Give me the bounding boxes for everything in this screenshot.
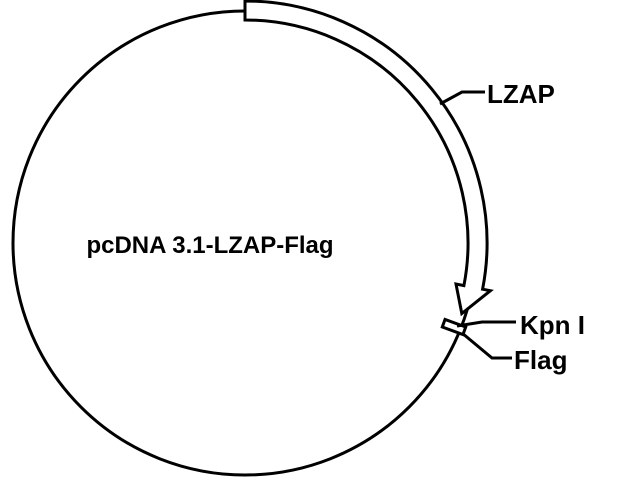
lzap-insert-arrow bbox=[243, 0, 494, 317]
flag-leader-line bbox=[461, 331, 512, 360]
plasmid-name: pcDNA 3.1-LZAP-Flag bbox=[86, 232, 333, 259]
lzap-leader-line bbox=[439, 90, 485, 106]
kpn1-label: Kpn I bbox=[520, 310, 585, 340]
flag-label: Flag bbox=[514, 345, 567, 375]
kpn1-leader-line bbox=[456, 320, 516, 328]
kpn1-site-box bbox=[440, 317, 468, 337]
lzap-label: LZAP bbox=[487, 79, 555, 109]
